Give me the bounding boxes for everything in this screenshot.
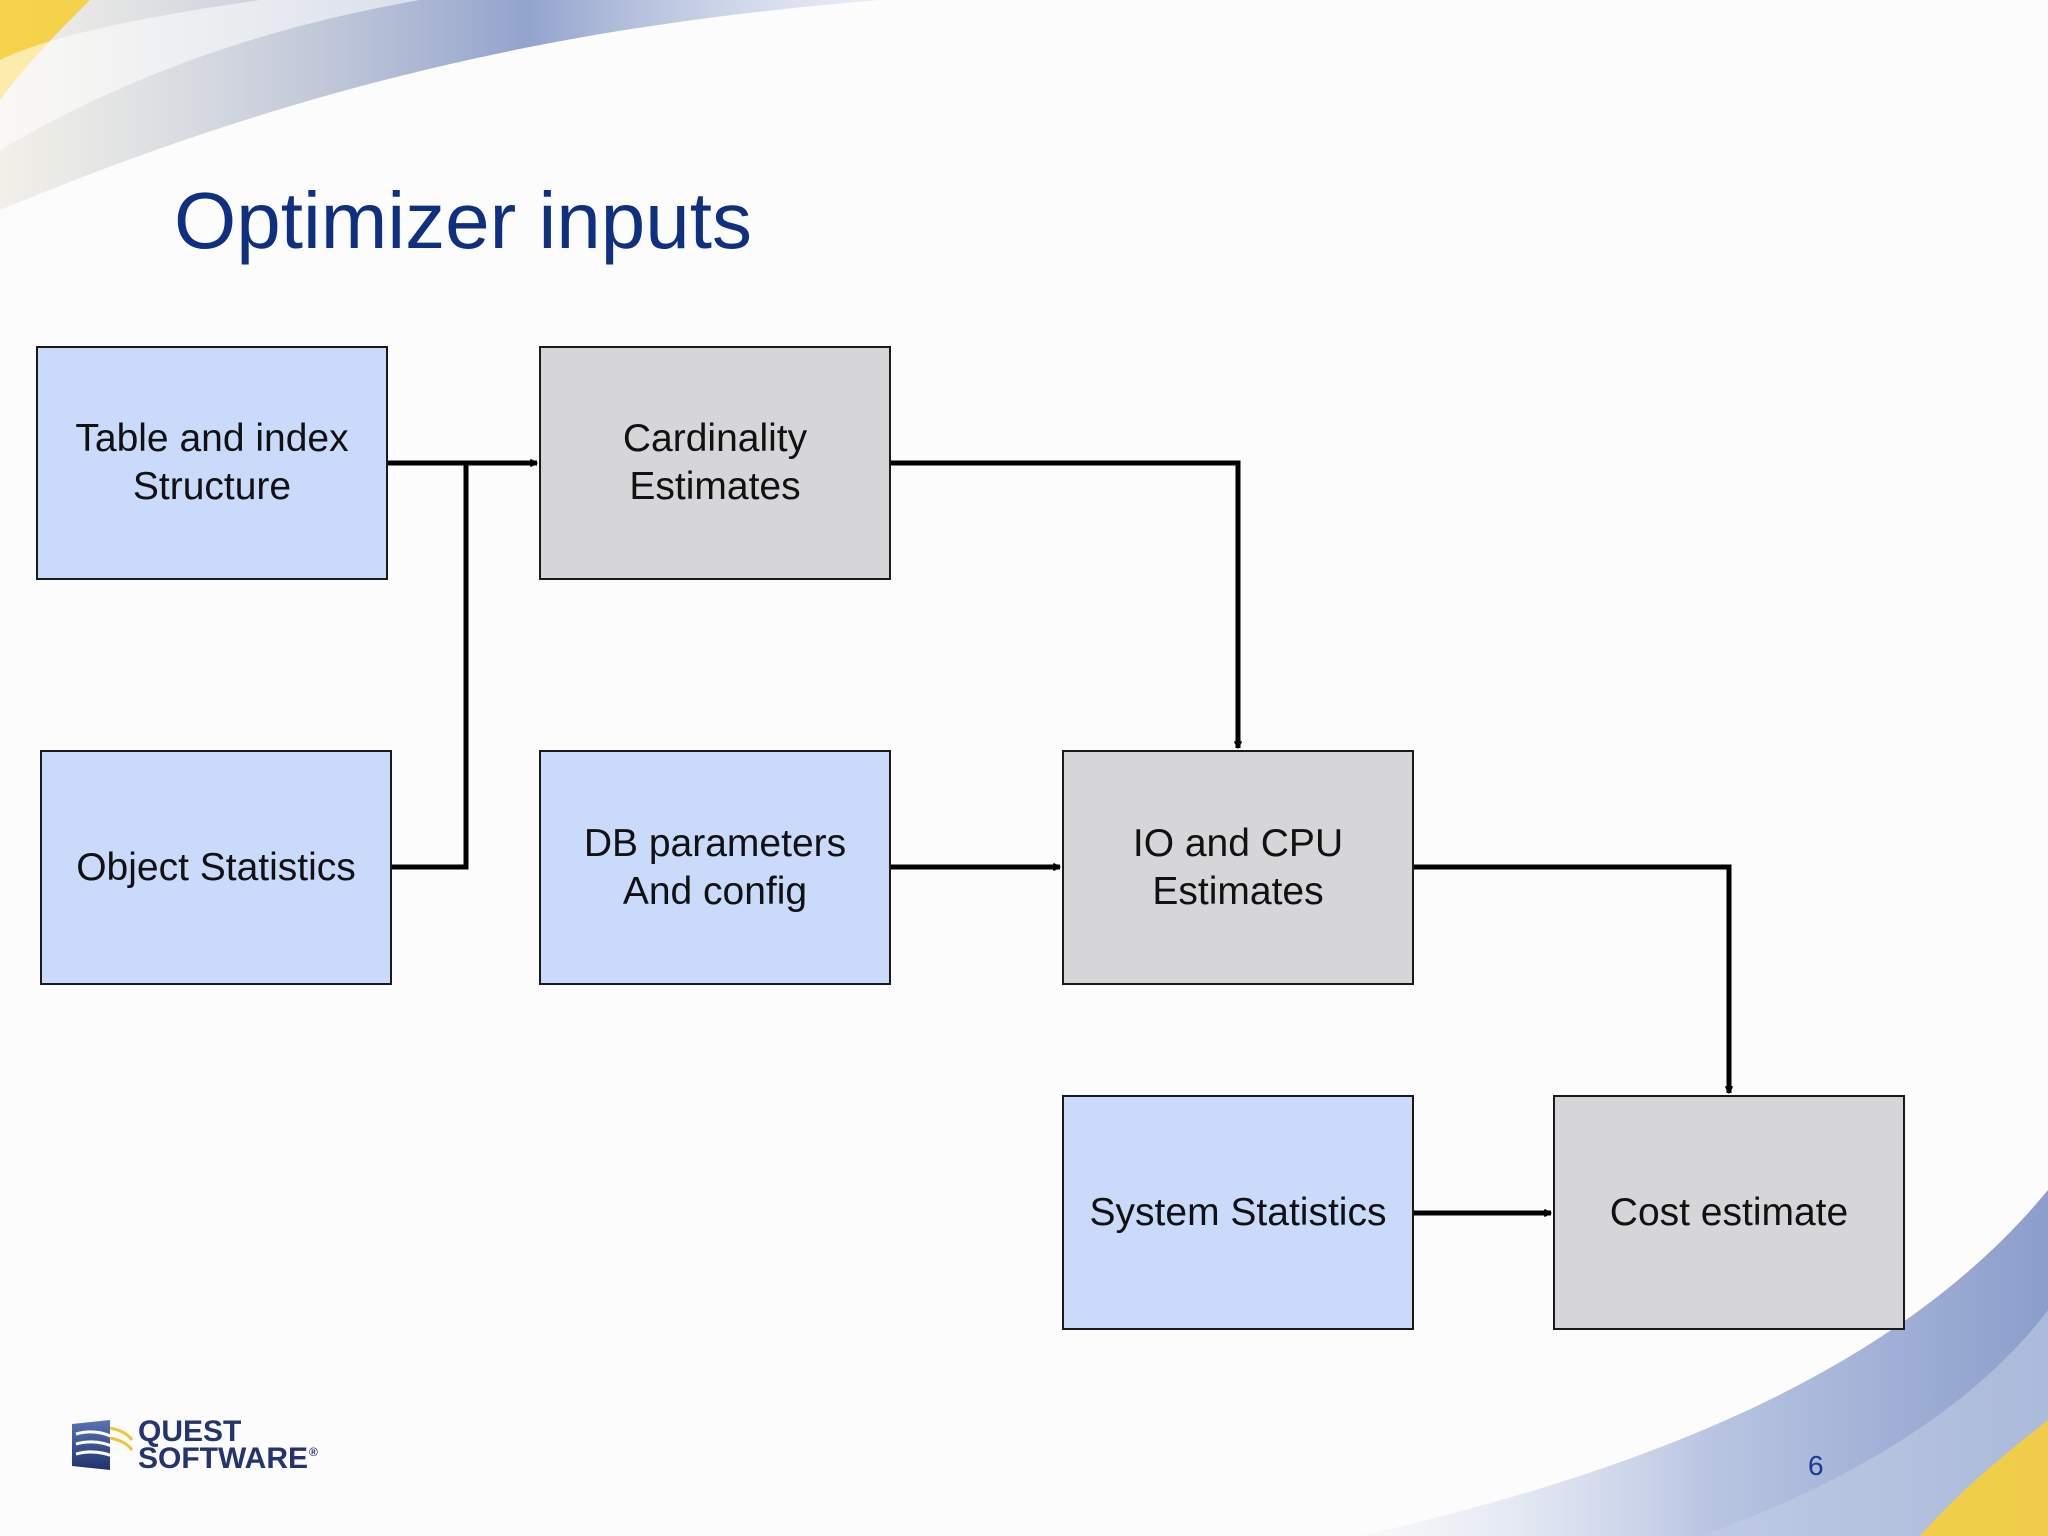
node-io-cpu-estimates: IO and CPU Estimates [1062, 750, 1414, 985]
quest-logo-icon [72, 1420, 134, 1470]
node-label: Cardinality [622, 417, 808, 460]
node-label: And config [622, 869, 808, 913]
connector-iocpu-to-cost [1414, 864, 1729, 1093]
node-label: Object Statistics [76, 845, 356, 889]
node-cost-estimate: Cost estimate [1553, 1095, 1905, 1330]
node-table-index-structure: Table and index Structure [36, 346, 388, 580]
page-number: 6 [1808, 1450, 1824, 1481]
connector-objectstats-to-cardinality [392, 463, 469, 870]
node-object-statistics: Object Statistics [40, 750, 392, 985]
node-label: DB parameters [583, 821, 847, 865]
node-label: Table and index [75, 417, 349, 460]
logo-wordmark: QUEST SOFTWARE ® [138, 1415, 318, 1475]
logo-line-1: QUEST [138, 1415, 242, 1448]
registered-mark: ® [309, 1445, 318, 1459]
slide-title: Optimizer inputs [174, 176, 752, 265]
quest-software-logo: QUEST SOFTWARE ® [70, 1417, 318, 1479]
node-label: IO and CPU [1132, 821, 1344, 865]
node-label: Estimates [629, 465, 801, 508]
node-label: Cost estimate [1609, 1190, 1849, 1234]
node-db-parameters: DB parameters And config [539, 750, 891, 985]
node-system-statistics: System Statistics [1062, 1095, 1414, 1330]
node-label: Structure [132, 465, 292, 508]
node-cardinality-estimates: Cardinality Estimates [539, 346, 891, 580]
node-label: Estimates [1152, 869, 1324, 913]
node-label: System Statistics [1089, 1190, 1387, 1234]
logo-line-2: SOFTWARE [138, 1442, 308, 1475]
connector-cardinality-to-iocpu [891, 460, 1238, 748]
